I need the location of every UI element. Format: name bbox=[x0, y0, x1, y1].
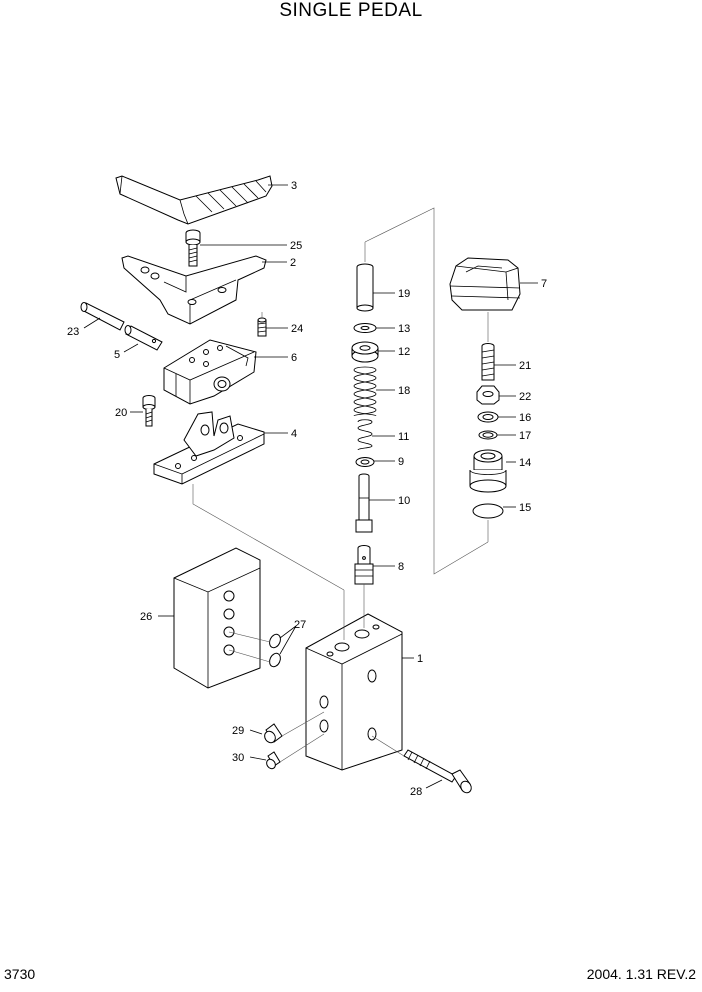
part-23-pin bbox=[80, 302, 125, 331]
part-1-valve-body bbox=[305, 613, 403, 771]
part-26-block bbox=[173, 547, 261, 689]
part-10-plunger bbox=[355, 473, 373, 533]
label-7: 7 bbox=[541, 278, 547, 290]
label-11: 11 bbox=[398, 431, 409, 443]
part-9-retainer bbox=[355, 457, 375, 467]
part-7-rubber-boot bbox=[449, 257, 521, 311]
part-4-base-bracket bbox=[153, 411, 265, 485]
label-15: 15 bbox=[519, 502, 531, 514]
leader-lines bbox=[83, 184, 538, 789]
part-12-spacer bbox=[351, 341, 379, 363]
label-28: 28 bbox=[410, 786, 422, 798]
part-15-o-ring bbox=[472, 503, 504, 519]
label-29: 29 bbox=[232, 725, 244, 737]
part-22-nut bbox=[476, 385, 500, 405]
part-17-washer bbox=[478, 430, 498, 440]
page-title: SINGLE PEDAL bbox=[279, 0, 423, 21]
label-5: 5 bbox=[114, 349, 120, 361]
label-3: 3 bbox=[291, 180, 297, 192]
label-2: 2 bbox=[290, 257, 296, 269]
page-number: 3730 bbox=[4, 966, 36, 982]
revision-date: 2004. 1.31 REV.2 bbox=[586, 966, 696, 982]
label-1: 1 bbox=[417, 653, 423, 665]
label-20: 20 bbox=[115, 407, 127, 419]
label-22: 22 bbox=[519, 391, 531, 403]
part-8-spool bbox=[354, 545, 374, 585]
part-25-bolt bbox=[185, 229, 201, 267]
label-10: 10 bbox=[398, 495, 410, 507]
part-27-o-rings bbox=[269, 633, 281, 668]
label-6: 6 bbox=[291, 352, 297, 364]
label-18: 18 bbox=[398, 385, 410, 397]
part-30-plug bbox=[266, 751, 281, 770]
label-25: 25 bbox=[290, 240, 302, 252]
label-9: 9 bbox=[398, 456, 404, 468]
part-21-set-screw bbox=[481, 343, 495, 381]
label-4: 4 bbox=[291, 428, 297, 440]
part-28-bolt bbox=[403, 749, 472, 794]
part-11-spring bbox=[357, 419, 373, 451]
label-13: 13 bbox=[398, 323, 410, 335]
part-13-washer bbox=[353, 323, 377, 333]
part-20-bolt bbox=[142, 395, 156, 427]
part-14-plug bbox=[469, 449, 507, 493]
part-29-plug bbox=[264, 723, 283, 744]
label-14: 14 bbox=[519, 457, 531, 469]
part-3-pedal-pad bbox=[115, 175, 273, 225]
part-6-pedal-block bbox=[163, 339, 257, 405]
label-30: 30 bbox=[232, 752, 244, 764]
label-26: 26 bbox=[140, 611, 152, 623]
assembly-lines bbox=[192, 207, 489, 763]
label-17: 17 bbox=[519, 430, 531, 442]
part-18-spring bbox=[353, 366, 377, 417]
label-24: 24 bbox=[291, 323, 303, 335]
label-12: 12 bbox=[398, 346, 410, 358]
label-19: 19 bbox=[398, 288, 410, 300]
label-8: 8 bbox=[398, 561, 404, 573]
label-21: 21 bbox=[519, 360, 531, 372]
label-23: 23 bbox=[67, 326, 79, 338]
label-16: 16 bbox=[519, 412, 531, 424]
part-24-set-screw bbox=[257, 317, 267, 337]
part-2-pedal-bracket bbox=[121, 255, 267, 325]
part-labels: 3 25 2 24 6 4 23 5 20 19 13 12 18 11 9 1… bbox=[67, 180, 547, 798]
label-27: 27 bbox=[294, 619, 306, 631]
part-5-pin bbox=[124, 325, 163, 351]
part-19-sleeve bbox=[356, 263, 374, 312]
part-16-washer bbox=[477, 411, 499, 423]
